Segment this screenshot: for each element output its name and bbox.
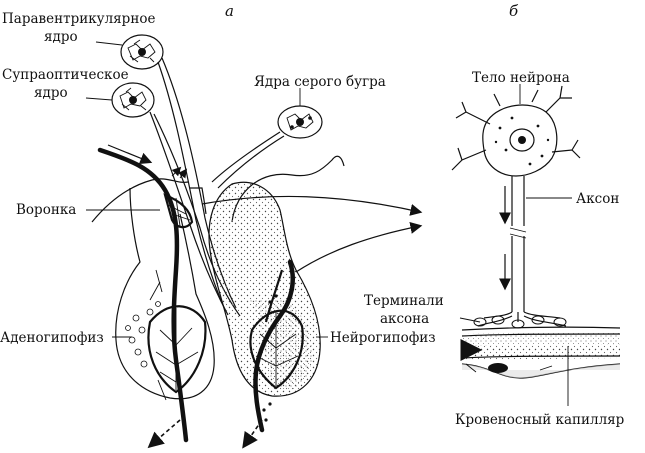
label-supraoptic-line2: ядро	[34, 85, 68, 101]
panel-b-neuron	[451, 84, 621, 406]
infundibulum-notch	[190, 187, 207, 215]
hormone-release-arrow-upper	[201, 195, 423, 216]
supraoptic-nucleus-cell	[111, 82, 155, 118]
panel-letter-a: а	[225, 2, 234, 20]
label-neurohypophysis: Нейрогипофиз	[330, 330, 436, 346]
label-axon: Аксон	[576, 191, 619, 207]
label-capillary: Кровеносный капилляр	[455, 412, 624, 428]
blood-inflow-arrow	[107, 144, 153, 164]
axon-terminals	[473, 311, 567, 329]
axon-shaft	[499, 176, 527, 312]
paraventricular-nucleus-cell	[120, 34, 164, 70]
label-infundibulum: Воронка	[16, 202, 76, 218]
label-paraventricular-line2: ядро	[44, 29, 78, 45]
blood-capillary	[460, 326, 621, 379]
neurohypophysis-lobe	[208, 181, 321, 433]
leader-paraventricular	[95, 41, 123, 46]
label-terminals-line2: аксона	[380, 311, 429, 327]
leader-supraoptic	[85, 97, 113, 101]
panel-a-hypothalamus	[85, 34, 423, 449]
label-supraoptic-line1: Супраоптическое	[2, 67, 129, 83]
infundibulum-small-arrows	[171, 166, 188, 179]
label-neuron-body: Тело нейрона	[472, 70, 570, 86]
hormone-release-arrow-lower	[295, 222, 423, 273]
neuron-body	[451, 85, 581, 177]
label-adenohypophysis: Аденогипофиз	[0, 330, 104, 346]
adenohypophysis-lobe	[115, 187, 215, 401]
portal-vessel	[97, 147, 189, 443]
panel-letter-b: б	[509, 2, 519, 20]
tuber-nuclei-cell	[277, 105, 323, 139]
leader-terminals	[459, 317, 481, 323]
blood-outflow-arrows	[147, 419, 263, 449]
label-tuber-nuclei: Ядра серого бугра	[254, 74, 386, 90]
label-paraventricular-line1: Паравентрикулярное	[2, 11, 155, 27]
label-terminals-line1: Терминали	[364, 293, 444, 309]
